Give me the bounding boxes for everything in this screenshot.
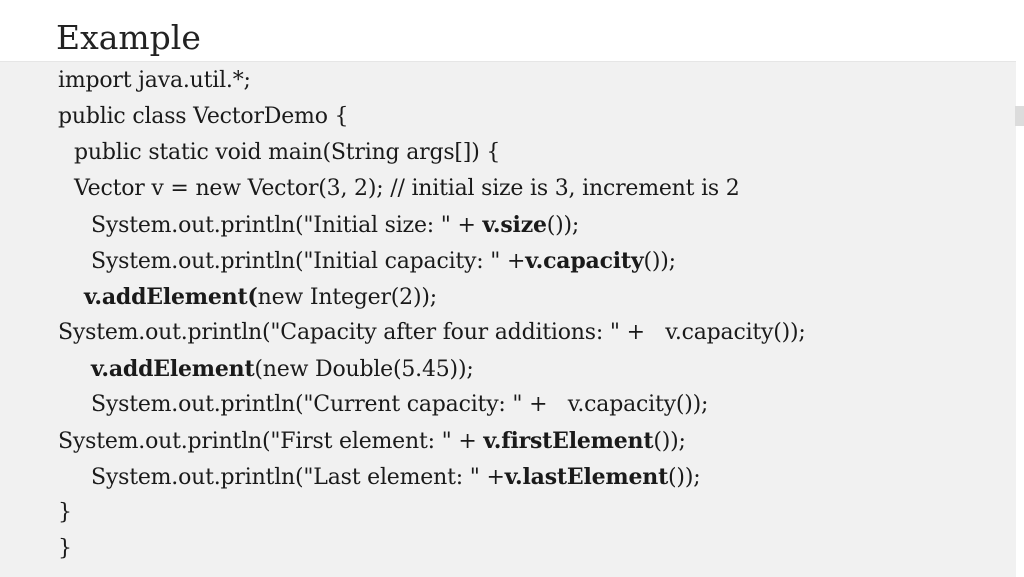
code-line-print-last: System.out.println("Last element: " +v.l… (91, 462, 701, 493)
code-line-main-method: public static void main(String args[]) { (74, 140, 501, 165)
code-text: System.out.println("Initial size: " + (91, 213, 483, 238)
code-line-print-current-capacity: System.out.println("Current capacity: " … (91, 392, 709, 417)
scrollbar-thumb[interactable] (1015, 106, 1024, 126)
code-line-close-method: } (58, 500, 72, 525)
code-line-print-size: System.out.println("Initial size: " + v.… (91, 210, 579, 241)
code-line-print-capacity-after: System.out.println("Capacity after four … (58, 320, 806, 345)
code-keyword-addelement: v.addElement( (84, 284, 258, 310)
code-line-vector-init: Vector v = new Vector(3, 2); // initial … (74, 176, 740, 201)
code-text: ()); (653, 429, 686, 454)
code-text: ()); (668, 465, 701, 490)
code-line-print-first: System.out.println("First element: " + v… (58, 426, 686, 457)
scrollbar-track[interactable] (1016, 61, 1024, 576)
code-text: System.out.println("First element: " + (58, 429, 484, 454)
code-line-import: import java.util.*; (58, 68, 251, 93)
code-block (0, 61, 1016, 577)
code-keyword-addelement: v.addElement (91, 356, 255, 382)
code-text: ()); (643, 249, 676, 274)
code-text: new Integer(2)); (257, 285, 438, 310)
code-text: System.out.println("Last element: " + (91, 465, 505, 490)
code-line-add-integer: v.addElement(new Integer(2)); (84, 282, 437, 313)
code-text: ()); (546, 213, 580, 238)
code-line-print-capacity: System.out.println("Initial capacity: " … (91, 246, 676, 277)
code-keyword-lastelement: v.lastElement (504, 464, 669, 490)
code-keyword-firstelement: v.firstElement (483, 428, 654, 454)
code-keyword-size: v.size (482, 212, 547, 238)
code-keyword-capacity: v.capacity (525, 248, 644, 274)
code-line-add-double: v.addElement(new Double(5.45)); (91, 354, 474, 385)
code-line-close-class: } (58, 536, 72, 561)
code-text: (new Double(5.45)); (254, 357, 474, 382)
code-line-class-declaration: public class VectorDemo { (58, 104, 349, 129)
slide-title: Example (56, 18, 201, 57)
code-text: System.out.println("Initial capacity: " … (91, 249, 526, 274)
